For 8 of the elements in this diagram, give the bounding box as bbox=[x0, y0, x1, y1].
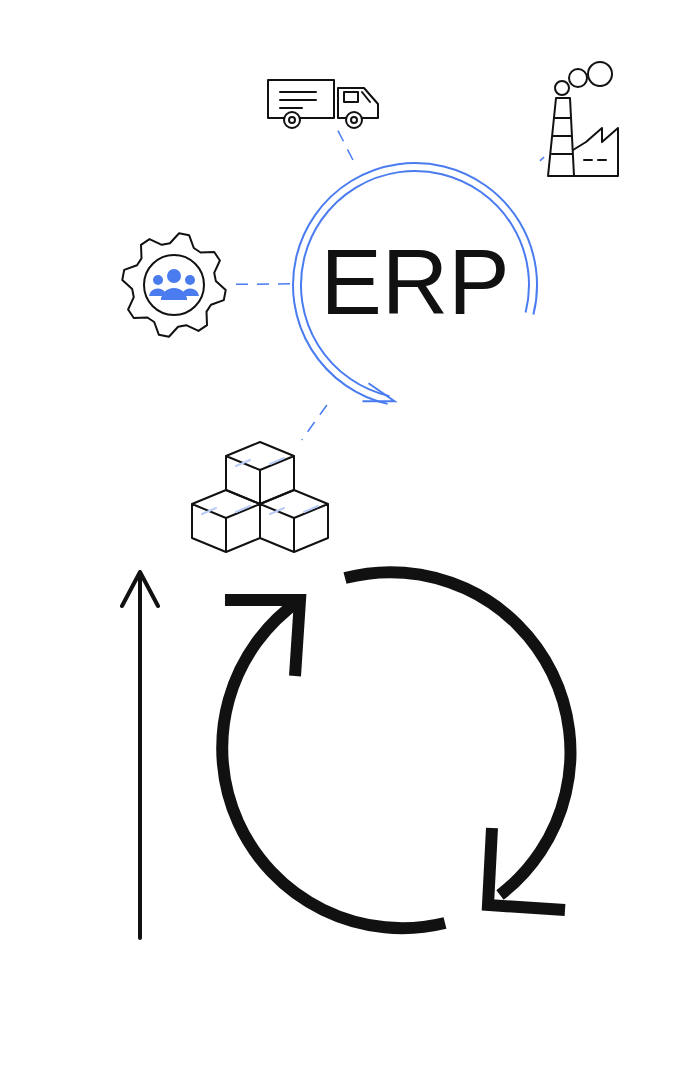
dashed-connector bbox=[336, 129, 354, 161]
dashed-connector bbox=[539, 156, 545, 162]
dashed-connector bbox=[300, 404, 328, 441]
team-gear-icon bbox=[118, 230, 230, 340]
factory-icon bbox=[544, 60, 620, 180]
boxes-icon bbox=[190, 440, 330, 556]
truck-icon bbox=[266, 76, 382, 130]
erp-title: ERP bbox=[319, 232, 511, 332]
